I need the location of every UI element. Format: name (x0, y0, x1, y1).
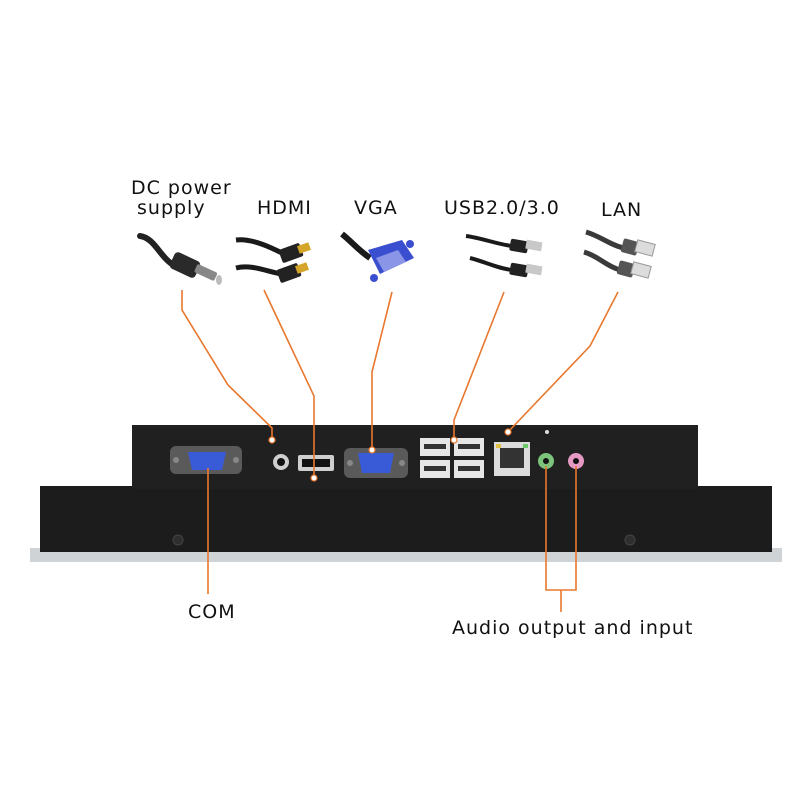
vga-port (344, 448, 408, 478)
hdmi-label: HDMI (257, 197, 312, 219)
usb-leader-dot (450, 436, 458, 444)
panel-lower-housing (40, 486, 772, 552)
audio-out-jack (538, 453, 554, 469)
dc-power-label-line1: DC power (131, 177, 232, 199)
hdmi-cable-icon (232, 228, 314, 293)
dc-leader-dot (268, 436, 276, 444)
usb-leader (453, 291, 505, 440)
vga-label: VGA (354, 197, 398, 219)
screw-left (172, 534, 184, 546)
dc-power-leader (181, 290, 273, 440)
audio-in-jack (568, 453, 584, 469)
com-label: COM (188, 601, 236, 623)
dc-jack (273, 454, 289, 470)
screw-right (624, 534, 636, 546)
usb-cable-icon (462, 228, 552, 293)
dc-power-label: DC power supply (131, 178, 232, 218)
lan-port (494, 442, 530, 476)
usb-ports (420, 438, 484, 478)
usb-label: USB2.0/3.0 (444, 197, 560, 219)
vga-leader (371, 291, 393, 448)
lan-cable-icon (582, 226, 662, 296)
lan-label: LAN (601, 199, 643, 221)
hdmi-port (298, 455, 334, 471)
dc-power-cable-icon (135, 228, 225, 293)
leader-lines (181, 289, 619, 612)
dc-power-label-line2: supply (137, 197, 206, 219)
vga-cable-icon (340, 228, 422, 293)
vga-leader-dot (368, 446, 376, 454)
lan-leader (507, 291, 619, 433)
status-led (545, 430, 549, 434)
hdmi-leader (263, 289, 315, 480)
lan-leader-dot (504, 428, 512, 436)
hdmi-leader-dot (310, 474, 318, 482)
audio-label: Audio output and input (452, 617, 694, 639)
com-port (170, 446, 242, 474)
